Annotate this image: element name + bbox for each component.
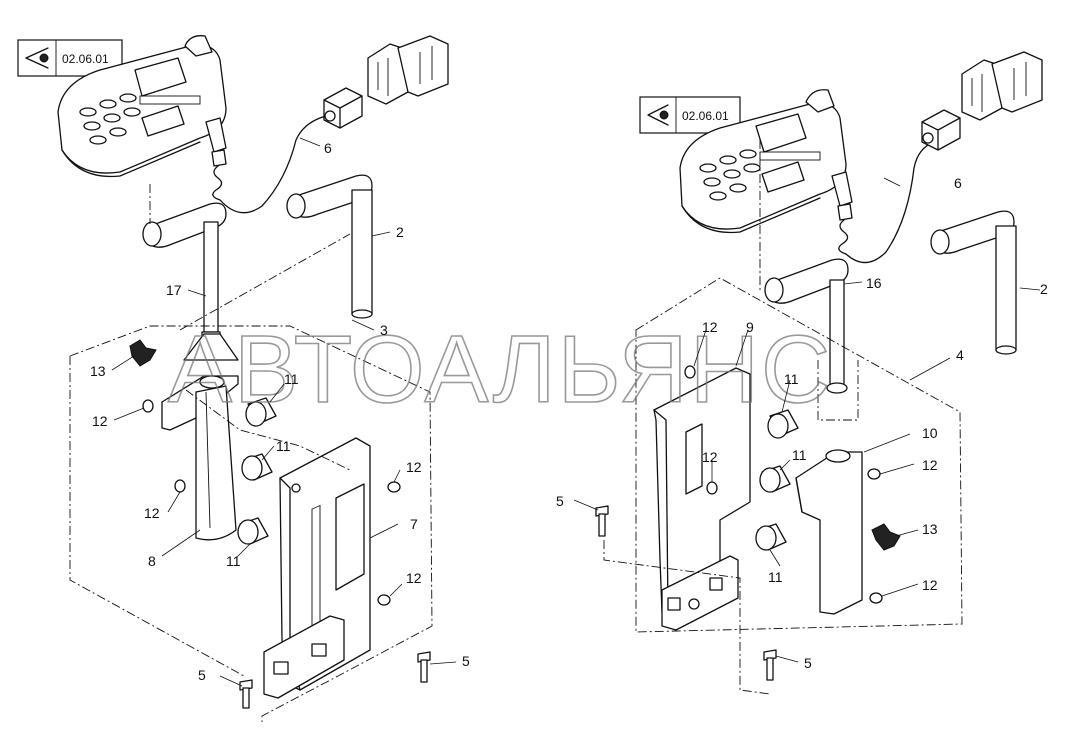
back-plate-9-right	[653, 367, 751, 631]
callout-8[interactable]: 8	[148, 553, 156, 569]
callout-5[interactable]: 5	[198, 667, 206, 683]
callout-11[interactable]: 11	[276, 438, 291, 454]
bushings-11-right	[755, 409, 799, 551]
controller-display-icon	[755, 113, 807, 153]
callout-2[interactable]: 2	[396, 224, 404, 240]
callout-12[interactable]: 12	[144, 505, 160, 521]
callout-5[interactable]: 5	[556, 493, 564, 509]
callout-6[interactable]: 6	[954, 175, 962, 191]
bushings-11-left	[237, 397, 277, 545]
wall-bracket-left	[367, 35, 449, 105]
holder-8-left	[161, 375, 239, 541]
callouts-left: 6 2 17 3 13 11 12 11 12 12 7 8 11 12 5 5	[90, 140, 470, 683]
callout-13[interactable]: 13	[922, 521, 938, 537]
callout-5[interactable]: 5	[804, 655, 812, 671]
eye-pupil-icon	[39, 53, 49, 63]
controller-unit-left	[57, 35, 227, 178]
knob-13-right	[871, 523, 901, 551]
wall-bracket-right	[961, 51, 1043, 121]
back-plate-7-left	[263, 437, 371, 699]
mounting-arm-2-right	[930, 210, 1017, 355]
callout-11[interactable]: 11	[768, 569, 783, 585]
callout-7[interactable]: 7	[410, 516, 418, 532]
leader-lines	[111, 137, 1041, 687]
callout-12[interactable]: 12	[702, 319, 718, 335]
controller-connector	[184, 35, 213, 57]
callout-12[interactable]: 12	[92, 413, 108, 429]
junction-box-right	[921, 109, 961, 151]
nuts-12-right	[684, 365, 883, 604]
left-assembly: 02.06.01	[17, 35, 449, 722]
assembly-outline-left	[69, 325, 433, 722]
cable-6-right	[845, 141, 935, 264]
assembly-outline-right	[635, 277, 963, 633]
callout-16[interactable]: 16	[866, 275, 882, 291]
bolts-5-left	[239, 651, 431, 709]
callout-12[interactable]: 12	[406, 459, 422, 475]
callout-12[interactable]: 12	[922, 457, 938, 473]
controller-display-icon	[134, 57, 187, 97]
controller-keypad	[79, 93, 185, 145]
junction-box-left	[323, 87, 363, 129]
callout-17[interactable]: 17	[166, 282, 182, 298]
nuts-12-left	[142, 399, 401, 606]
callout-11[interactable]: 11	[226, 553, 241, 569]
eye-icon	[25, 47, 49, 69]
assembly-guides-right	[603, 140, 859, 695]
callout-4[interactable]: 4	[956, 347, 964, 363]
bolts-5-right	[595, 505, 777, 681]
assembly-guides-left	[149, 184, 351, 471]
mounting-arm-16-right	[764, 258, 849, 394]
reference-box-left[interactable]: 02.06.01	[17, 39, 123, 77]
reference-code: 02.06.01	[62, 52, 109, 66]
callout-11[interactable]: 11	[784, 371, 799, 387]
callout-13[interactable]: 13	[90, 363, 106, 379]
callout-3[interactable]: 3	[380, 322, 388, 338]
callout-12[interactable]: 12	[702, 449, 718, 465]
callout-6[interactable]: 6	[324, 140, 332, 156]
callout-2[interactable]: 2	[1040, 281, 1048, 297]
callout-12[interactable]: 12	[406, 570, 422, 586]
eye-icon	[647, 104, 669, 126]
callout-11[interactable]: 11	[284, 371, 299, 387]
callout-9[interactable]: 9	[746, 319, 754, 335]
controller-connector	[805, 89, 835, 113]
callout-12[interactable]: 12	[922, 577, 938, 593]
callout-11[interactable]: 11	[792, 447, 807, 463]
callouts-right: 6 2 16 12 9 4 11 10 11 12 12 5 13 11 12 …	[556, 175, 1048, 671]
eye-pupil-icon	[659, 110, 669, 120]
reference-code: 02.06.01	[682, 109, 729, 123]
right-assembly: 02.06.01	[595, 51, 1043, 695]
cable-6-left	[219, 115, 327, 214]
holder-10-right	[795, 449, 863, 615]
mounting-arm-17-left	[142, 202, 239, 361]
knob-13-left	[129, 339, 157, 367]
controller-unit-right	[679, 89, 847, 234]
callout-5[interactable]: 5	[462, 653, 470, 669]
cable-plug-left	[205, 117, 227, 201]
callout-10[interactable]: 10	[922, 425, 938, 441]
watermark-text: АВТОАЛЬЯНС	[168, 316, 832, 423]
controller-keypad	[699, 149, 805, 201]
mounting-arm-2-left	[286, 174, 373, 319]
cable-plug-right	[831, 171, 853, 255]
